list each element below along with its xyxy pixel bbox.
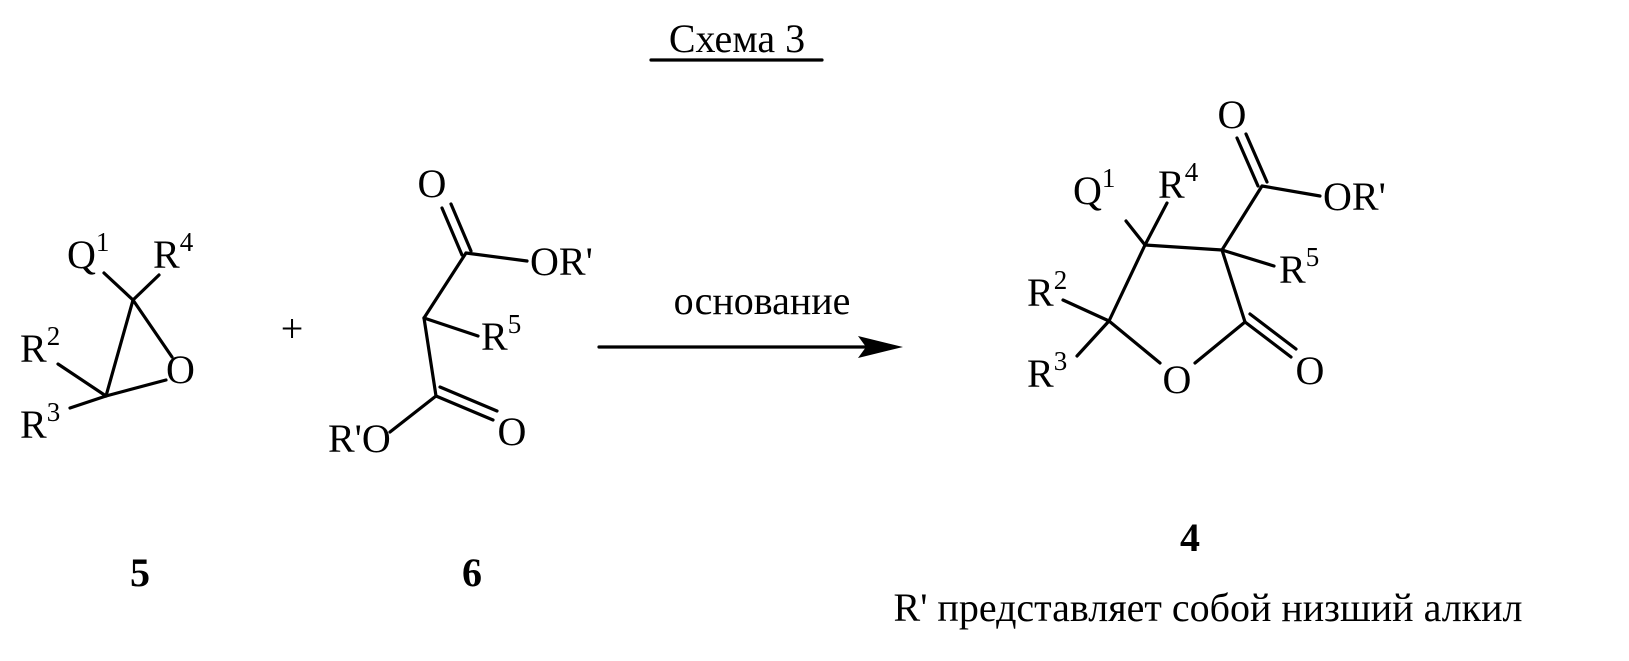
bond-c3-r5 <box>1222 250 1274 266</box>
bond-c-o-top-1 <box>442 208 462 255</box>
ring-bond-c2-o <box>1195 322 1245 363</box>
lactone-r2-label: R2 <box>1027 265 1067 315</box>
malonate-or-bottom-label: R'O <box>328 416 391 461</box>
bond-c-o-2 <box>106 380 166 396</box>
bond-c-or-bottom <box>390 396 436 432</box>
footnote: R' представляет собой низший алкил <box>894 585 1523 630</box>
bond-c-or-top <box>466 253 527 261</box>
bond-r2-c <box>58 364 106 396</box>
compound-6-number: 6 <box>462 550 482 595</box>
r3-label: R3 <box>20 397 60 447</box>
lactone-r3-label: R3 <box>1027 346 1067 396</box>
plus-sign: + <box>281 306 304 351</box>
bond-r3-c <box>70 396 106 408</box>
reagent-label: основание <box>674 278 851 323</box>
lactone-r5-label: R5 <box>1279 242 1319 292</box>
q1-label: Q1 <box>67 227 109 277</box>
bond-q1-c <box>104 273 133 300</box>
bond-q1-c <box>1126 221 1145 245</box>
lactone-ring-o-label: O <box>1163 357 1192 402</box>
bond-c-o-bottom-1 <box>436 396 493 420</box>
epoxide-o-label: O <box>166 347 195 392</box>
compound-5-structure: Q1 R4 R2 R3 O <box>20 227 195 447</box>
bond-r4-c <box>133 275 159 300</box>
compound-4-structure: Q1 R4 O OR' R5 R2 R3 O O <box>1027 92 1386 402</box>
r5-label: R5 <box>481 309 521 359</box>
bond-c-c <box>106 300 133 396</box>
lactone-r4-label: R4 <box>1158 157 1199 207</box>
bond-r2-c5 <box>1063 300 1109 321</box>
scheme-title: Схема 3 <box>669 16 805 61</box>
bond-ester-o-1 <box>1237 138 1258 186</box>
bond-r4-c <box>1145 203 1167 245</box>
r4-label: R4 <box>153 227 194 277</box>
bond-c3-ester <box>1222 186 1262 250</box>
ring-bond-c5-o <box>1109 321 1160 363</box>
bond-c-ch-top <box>424 253 466 318</box>
lactone-ester-o-label: O <box>1218 92 1247 137</box>
bond-r3-c5 <box>1077 321 1109 356</box>
bond-ch-c-bottom <box>424 318 436 396</box>
lactone-or-label: OR' <box>1323 174 1386 219</box>
ring-bond-c4-c3 <box>1145 245 1222 250</box>
bond-c-o-top-2 <box>451 204 471 251</box>
compound-4-number: 4 <box>1180 515 1200 560</box>
r2-label: R2 <box>20 321 60 371</box>
bond-ester-or <box>1262 186 1320 196</box>
bond-ester-o-2 <box>1246 134 1267 182</box>
bond-ch-r5 <box>424 318 478 336</box>
compound-5-number: 5 <box>130 550 150 595</box>
ring-bond-c4-c5 <box>1109 245 1145 321</box>
compound-6-structure: O OR' R5 R'O O <box>328 161 593 461</box>
malonate-o-top-label: O <box>418 161 447 206</box>
reaction-arrow <box>599 336 903 358</box>
malonate-o-bottom-label: O <box>498 409 527 454</box>
ring-bond-c3-c2 <box>1222 250 1245 322</box>
malonate-or-top-label: OR' <box>530 239 593 284</box>
lactone-carbonyl-o-label: O <box>1296 348 1325 393</box>
lactone-q1-label: Q1 <box>1073 163 1115 213</box>
bond-c-o-bottom-2 <box>440 387 497 411</box>
